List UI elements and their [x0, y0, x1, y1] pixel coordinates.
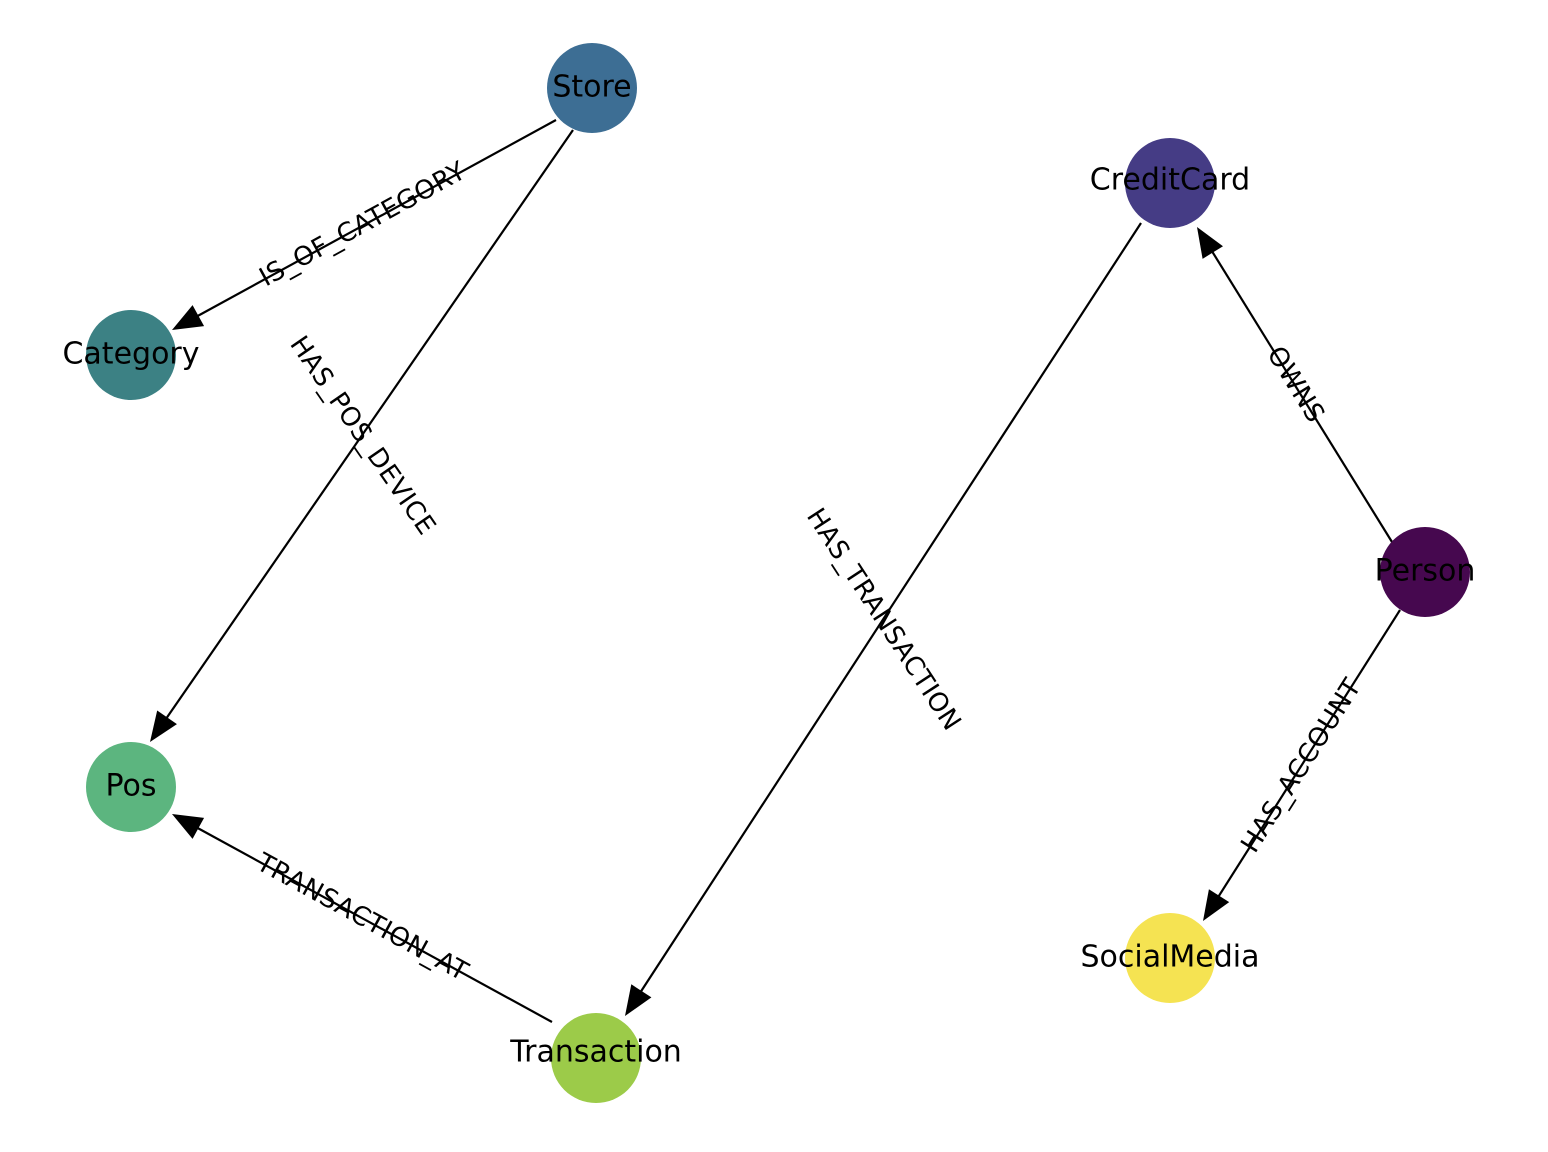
edge-arrowhead-is-of-category	[172, 305, 205, 330]
edge-label-has-transaction: HAS_TRANSACTION	[800, 503, 967, 736]
node-circle-socialmedia[interactable]	[1125, 913, 1215, 1003]
edges-layer	[150, 119, 1401, 1023]
edge-line-has-account	[1214, 609, 1401, 902]
node-label-person: Person	[1375, 554, 1476, 589]
edge-arrowhead-has-account	[1203, 889, 1230, 921]
edge-line-is-of-category	[192, 119, 557, 320]
node-socialmedia[interactable]: SocialMedia	[1080, 913, 1260, 1003]
edge-arrowhead-owns	[1197, 227, 1223, 259]
node-label-category: Category	[62, 337, 199, 372]
edge-line-owns	[1208, 246, 1393, 543]
node-creditcard[interactable]: CreditCard	[1090, 138, 1250, 228]
edge-owns	[1197, 227, 1393, 543]
edge-has-transaction	[625, 222, 1142, 1016]
node-transaction[interactable]: Transaction	[509, 1013, 682, 1103]
node-circle-transaction[interactable]	[551, 1013, 641, 1103]
node-label-creditcard: CreditCard	[1090, 163, 1250, 198]
node-circle-category[interactable]	[86, 310, 176, 400]
node-label-pos: Pos	[105, 769, 156, 804]
edge-arrowhead-has-pos-device	[150, 710, 177, 742]
node-circle-creditcard[interactable]	[1125, 138, 1215, 228]
edge-label-owns: OWNS	[1261, 341, 1331, 428]
node-category[interactable]: Category	[62, 310, 200, 400]
edge-has-account	[1203, 609, 1401, 921]
edge-label-transaction-at: TRANSACTION_AT	[251, 847, 474, 987]
edge-line-has-transaction	[637, 222, 1142, 997]
edge-has-pos-device	[150, 129, 574, 742]
node-circle-pos[interactable]	[86, 742, 176, 832]
node-circle-person[interactable]	[1380, 527, 1470, 617]
edge-arrowhead-transaction-at	[172, 814, 205, 839]
node-store[interactable]: Store	[547, 43, 637, 133]
edge-arrowhead-has-transaction	[625, 984, 652, 1016]
edge-label-has-account: HAS_ACCOUNT	[1235, 673, 1367, 858]
edge-is-of-category	[172, 119, 557, 330]
edge-line-has-pos-device	[162, 129, 574, 723]
node-pos[interactable]: Pos	[86, 742, 176, 832]
node-label-socialmedia: SocialMedia	[1080, 940, 1259, 975]
edge-line-transaction-at	[192, 824, 553, 1023]
edge-transaction-at	[172, 814, 553, 1023]
node-label-store: Store	[552, 70, 631, 105]
node-person[interactable]: Person	[1375, 527, 1476, 617]
edge-label-has-pos-device: HAS_POS_DEVICE	[283, 331, 441, 541]
edge-labels-layer: IS_OF_CATEGORY HAS_POS_DEVICE TRANSACTION_…	[251, 156, 1368, 987]
node-circle-store[interactable]	[547, 43, 637, 133]
edge-label-is-of-category: IS_OF_CATEGORY	[255, 156, 471, 293]
node-label-transaction: Transaction	[509, 1035, 682, 1070]
